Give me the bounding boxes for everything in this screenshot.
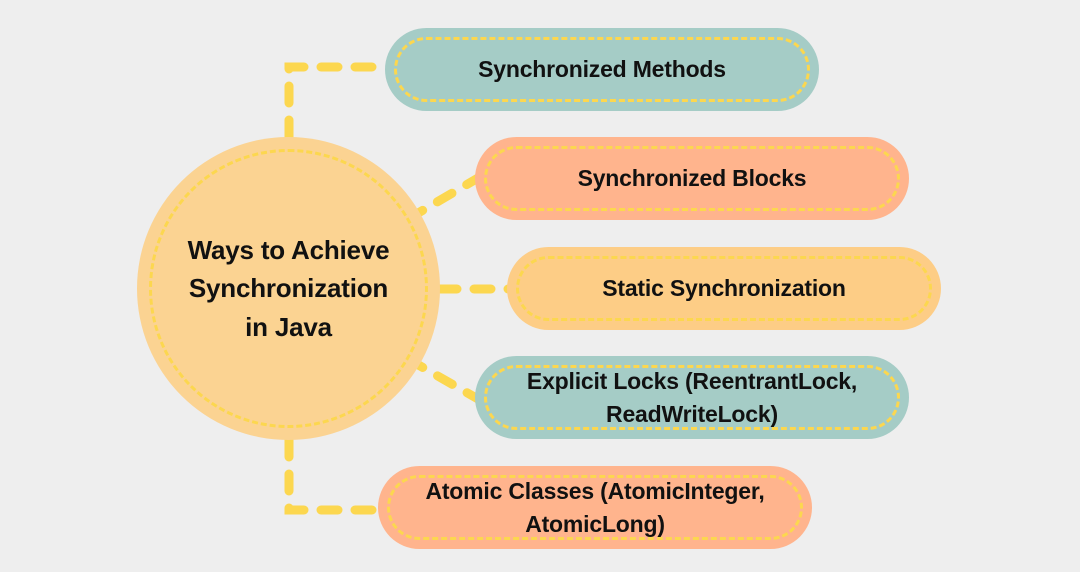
node-label: Static Synchronization [602, 275, 846, 302]
node-explicit-locks[interactable]: Explicit Locks (ReentrantLock, ReadWrite… [475, 356, 909, 439]
center-node[interactable]: Ways to Achieve Synchronization in Java [137, 137, 440, 440]
node-label: Explicit Locks (ReentrantLock, ReadWrite… [526, 367, 858, 427]
node-synchronized-blocks[interactable]: Synchronized Blocks [475, 137, 909, 220]
node-synchronized-methods[interactable]: Synchronized Methods [385, 28, 819, 111]
center-node-title: Ways to Achieve Synchronization in Java [187, 234, 390, 342]
connector-to-synchronized-methods [284, 62, 391, 142]
node-atomic-classes[interactable]: Atomic Classes (AtomicInteger, AtomicLon… [378, 466, 812, 549]
node-label: Synchronized Methods [478, 56, 726, 83]
node-label: Synchronized Blocks [577, 165, 807, 192]
node-static-synchronization[interactable]: Static Synchronization [507, 247, 941, 330]
connector-to-atomic-classes [284, 435, 385, 515]
node-label: Atomic Classes (AtomicInteger, AtomicLon… [425, 477, 765, 537]
